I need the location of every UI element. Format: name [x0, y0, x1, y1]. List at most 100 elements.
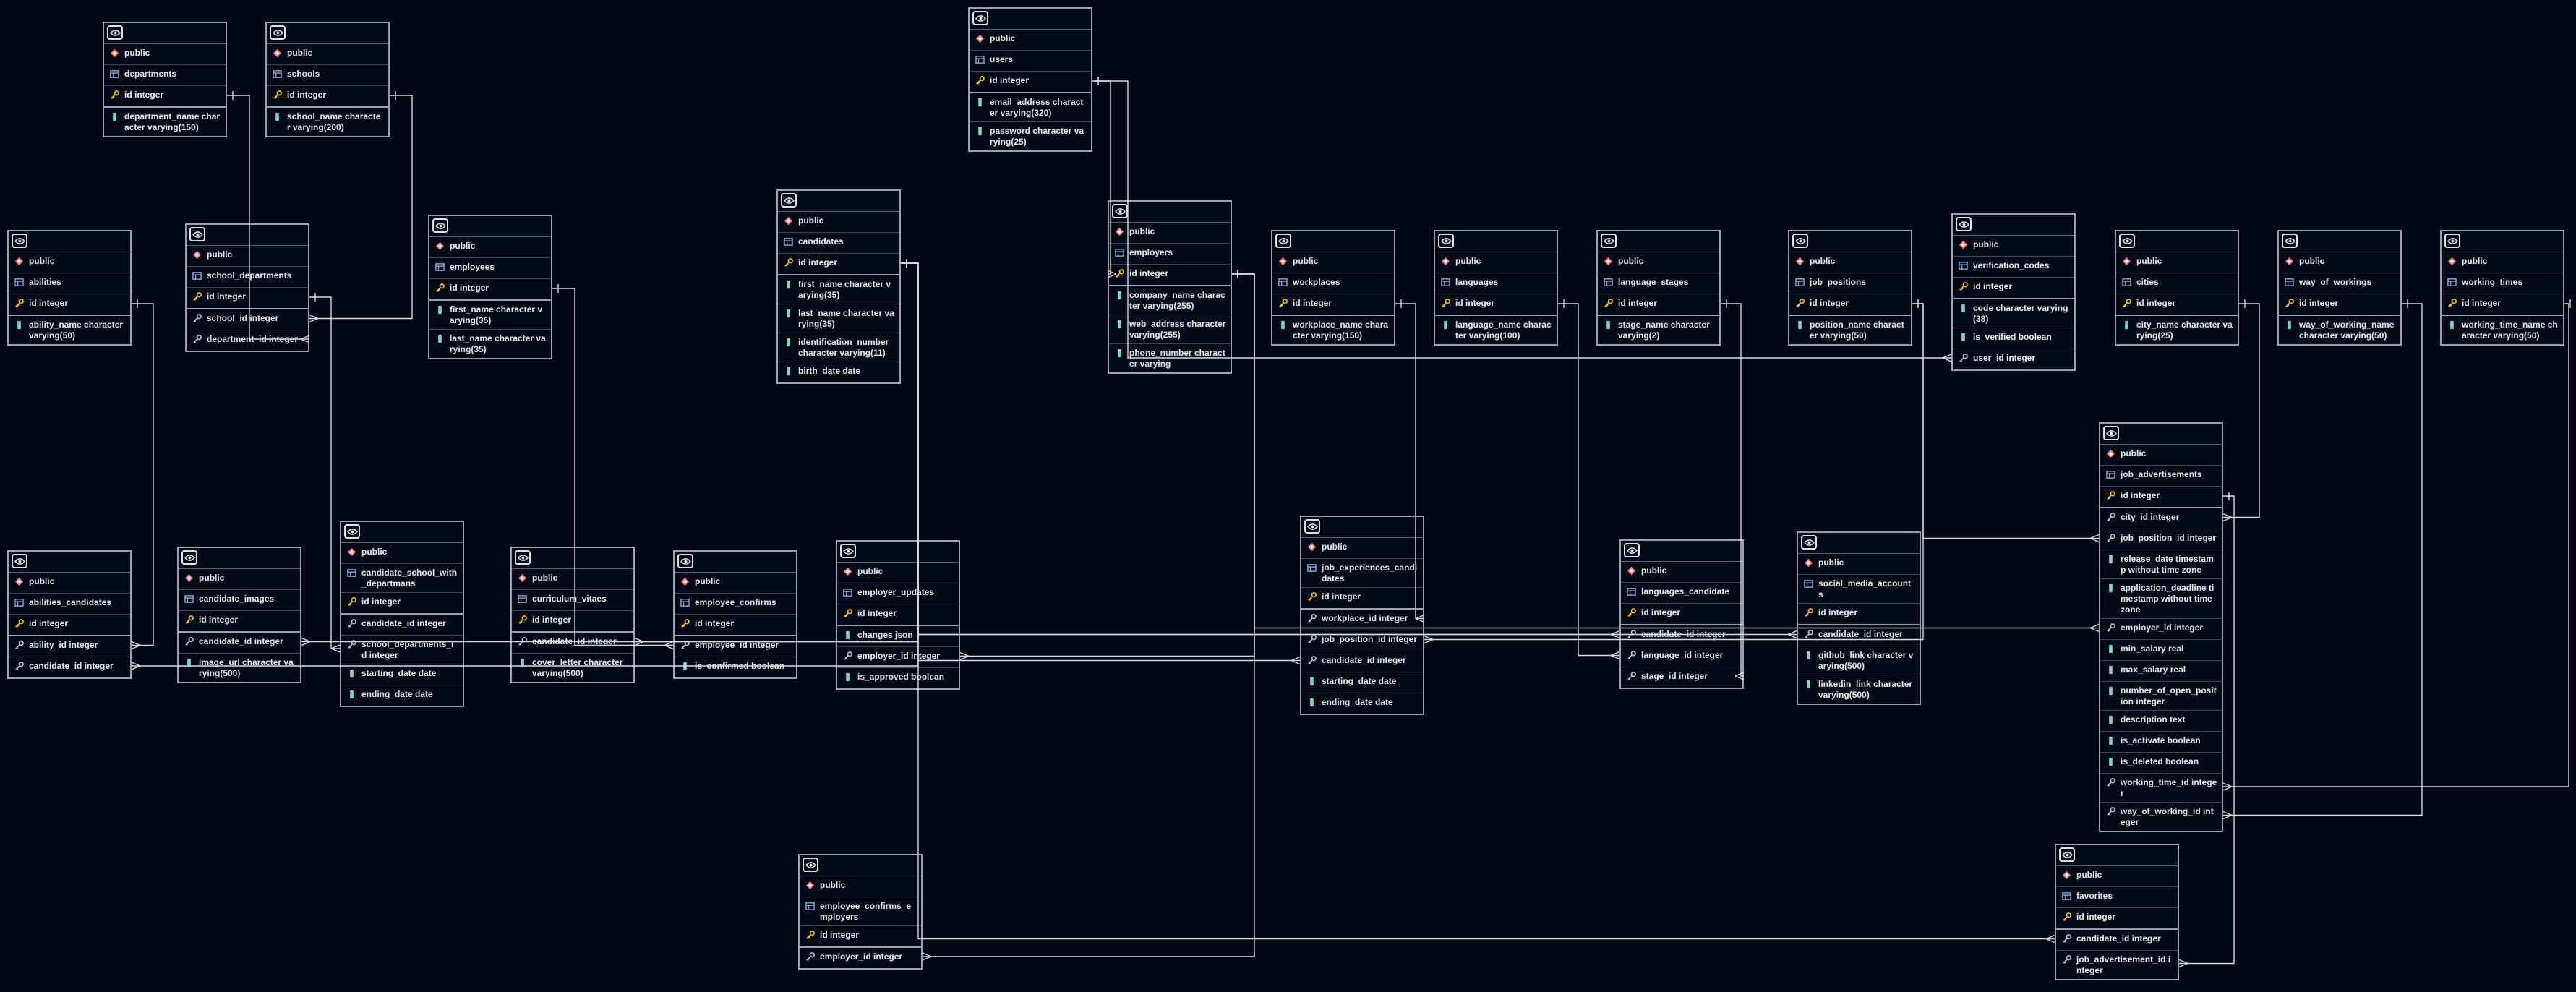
table-name-row[interactable]: workplaces	[1272, 273, 1394, 294]
column-row[interactable]: birth_date date	[778, 362, 899, 382]
schema-row[interactable]: public	[9, 252, 130, 273]
primary-key-row[interactable]: id integer	[2279, 294, 2400, 316]
column-row[interactable]: ending_date date	[1301, 693, 1423, 714]
table-name-row[interactable]: languages	[1435, 273, 1557, 294]
column-row[interactable]: image_url character varying(500)	[179, 654, 300, 682]
column-row[interactable]: last_name character varying(35)	[429, 330, 551, 358]
column-row[interactable]: stage_name character varying(2)	[1598, 316, 1719, 344]
column-row[interactable]: linkedin_link character varying(500)	[1798, 675, 1920, 704]
table-name-row[interactable]: abilities_candidates	[9, 594, 130, 615]
primary-key-row[interactable]: id integer	[341, 593, 463, 615]
column-row[interactable]: ability_id integer	[9, 636, 130, 657]
column-row[interactable]: employer_id integer	[2100, 619, 2222, 640]
column-row[interactable]: phone_number character varying	[1109, 344, 1231, 372]
schema-row[interactable]: public	[2100, 445, 2222, 466]
primary-key-row[interactable]: id integer	[1789, 294, 1911, 316]
schema-row[interactable]: public	[187, 246, 308, 267]
schema-row[interactable]: public	[104, 44, 226, 65]
table-header[interactable]	[341, 522, 463, 543]
column-row[interactable]: candidate_id integer	[2056, 930, 2178, 951]
table-header[interactable]	[1435, 231, 1557, 252]
primary-key-row[interactable]: id integer	[2116, 294, 2238, 316]
table-header[interactable]	[267, 23, 388, 44]
table-header[interactable]	[1598, 231, 1719, 252]
column-row[interactable]: way_of_working_name character varying(50…	[2279, 316, 2400, 344]
primary-key-row[interactable]: id integer	[9, 615, 130, 636]
eye-icon[interactable]	[1275, 234, 1291, 248]
table-header[interactable]	[1301, 517, 1423, 538]
table-header[interactable]	[778, 191, 899, 212]
eye-icon[interactable]	[12, 234, 27, 248]
column-row[interactable]: school_name character varying(200)	[267, 108, 388, 136]
column-row[interactable]: user_id integer	[1953, 349, 2074, 369]
primary-key-row[interactable]: id integer	[1109, 265, 1231, 286]
schema-row[interactable]: public	[1621, 562, 1742, 583]
table-header[interactable]	[2116, 231, 2238, 252]
column-row[interactable]: job_position_id integer	[1301, 630, 1423, 651]
primary-key-row[interactable]: id integer	[1953, 278, 2074, 299]
table-header[interactable]	[675, 552, 796, 573]
table-header[interactable]	[800, 855, 921, 876]
column-row[interactable]: description text	[2100, 711, 2222, 732]
table-name-row[interactable]: job_advertisements	[2100, 466, 2222, 487]
column-row[interactable]: job_advertisement_id integer	[2056, 951, 2178, 979]
table-name-row[interactable]: employee_confirms	[675, 594, 796, 615]
column-row[interactable]: code character varying(38)	[1953, 299, 2074, 328]
column-row[interactable]: is_activate boolean	[2100, 732, 2222, 753]
column-row[interactable]: candidate_id integer	[341, 615, 463, 636]
column-row[interactable]: is_approved boolean	[837, 668, 959, 688]
column-row[interactable]: application_deadline timestamp without t…	[2100, 579, 2222, 619]
column-row[interactable]: ability_name character varying(50)	[9, 316, 130, 344]
schema-row[interactable]: public	[1798, 554, 1920, 575]
table-header[interactable]	[837, 542, 959, 563]
table-header[interactable]	[1272, 231, 1394, 252]
primary-key-row[interactable]: id integer	[429, 279, 551, 301]
column-row[interactable]: position_name character varying(50)	[1789, 316, 1911, 344]
column-row[interactable]: starting_date date	[341, 664, 463, 685]
column-row[interactable]: language_id integer	[1621, 646, 1742, 667]
table-header[interactable]	[9, 552, 130, 573]
column-row[interactable]: city_id integer	[2100, 508, 2222, 529]
schema-row[interactable]: public	[1109, 223, 1231, 244]
primary-key-row[interactable]: id integer	[187, 288, 308, 309]
table-name-row[interactable]: favorites	[2056, 887, 2178, 908]
schema-row[interactable]: public	[512, 569, 633, 590]
column-row[interactable]: candidate_id integer	[1301, 651, 1423, 672]
table-header[interactable]	[2442, 231, 2563, 252]
eye-icon[interactable]	[344, 524, 360, 539]
primary-key-row[interactable]: id integer	[512, 611, 633, 633]
schema-row[interactable]: public	[429, 237, 551, 258]
column-row[interactable]: first_name character varying(35)	[429, 301, 551, 330]
eye-icon[interactable]	[2103, 426, 2119, 440]
column-row[interactable]: way_of_working_id integer	[2100, 803, 2222, 831]
schema-row[interactable]: public	[778, 212, 899, 233]
table-name-row[interactable]: users	[970, 51, 1091, 72]
table-header[interactable]	[187, 225, 308, 246]
column-row[interactable]: company_name character varying(255)	[1109, 286, 1231, 315]
eye-icon[interactable]	[515, 550, 531, 565]
schema-row[interactable]: public	[2056, 866, 2178, 887]
table-header[interactable]	[1789, 231, 1911, 252]
primary-key-row[interactable]: id integer	[1435, 294, 1557, 316]
column-row[interactable]: workplace_name character varying(150)	[1272, 316, 1394, 344]
eye-icon[interactable]	[2444, 234, 2460, 248]
column-row[interactable]: candidate_id integer	[512, 633, 633, 654]
column-row[interactable]: is_verified boolean	[1953, 328, 2074, 349]
